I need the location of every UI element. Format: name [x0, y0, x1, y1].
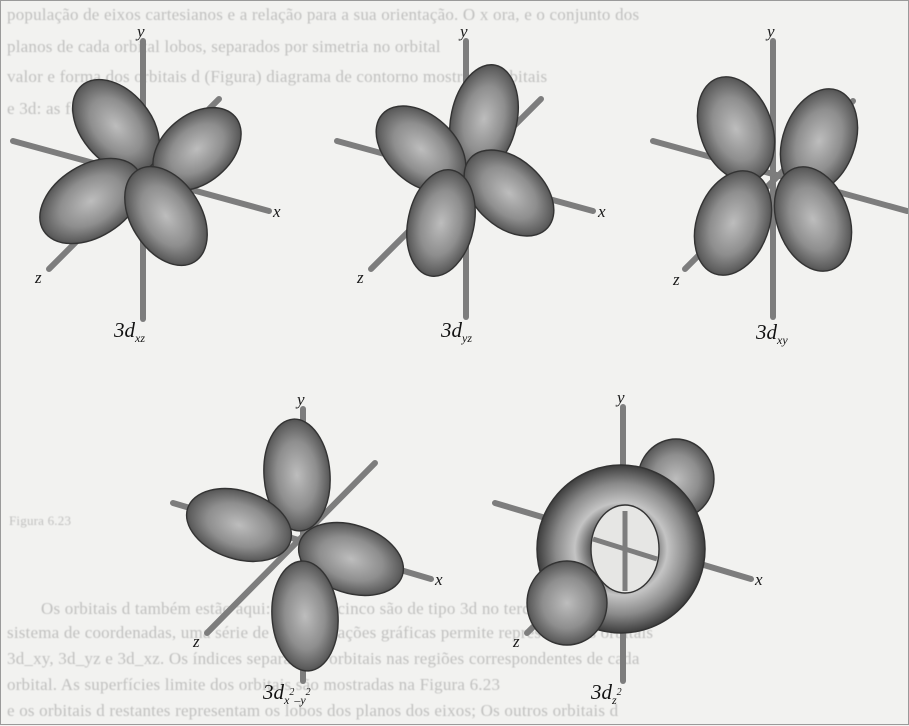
orbital-3dyz: y x z 3dyz — [337, 22, 606, 345]
orbital-label-3dyz: 3dyz — [440, 318, 472, 345]
axis-label-x: x — [434, 570, 443, 589]
axis-label-z: z — [34, 268, 42, 287]
orbital-label-3dz2: 3dz2 — [590, 680, 622, 707]
axis-label-x: x — [597, 202, 606, 221]
axis-label-x: x — [272, 202, 281, 221]
lobe — [527, 561, 607, 645]
axis-label-y: y — [615, 388, 625, 407]
axis-label-z: z — [356, 268, 364, 287]
axis-label-y: y — [765, 22, 775, 41]
lobe — [681, 160, 786, 286]
axis-label-x: x — [754, 570, 763, 589]
orbital-3dxz: y x z 3dxz — [13, 22, 281, 345]
axis-label-y: y — [295, 390, 305, 409]
axis-lines — [653, 41, 907, 317]
orbital-3dz2: y x z 3dz2 — [495, 388, 763, 707]
orbital-label-3dxz: 3dxz — [113, 318, 145, 345]
axis-label-y: y — [135, 22, 145, 41]
axis-label-z: z — [512, 632, 520, 651]
orbital-label-3dx2-y2: 3dx2–y2 — [262, 680, 311, 707]
axis-label-y: y — [458, 22, 468, 41]
axis-label-z: z — [192, 632, 200, 651]
orbital-3dx2-y2: y x z 3dx2–y2 — [173, 390, 443, 707]
axis-label-z: z — [672, 270, 680, 289]
orbital-label-3dxy: 3dxy — [755, 320, 788, 347]
orbital-3dxy: y z 3dxy — [653, 22, 907, 347]
